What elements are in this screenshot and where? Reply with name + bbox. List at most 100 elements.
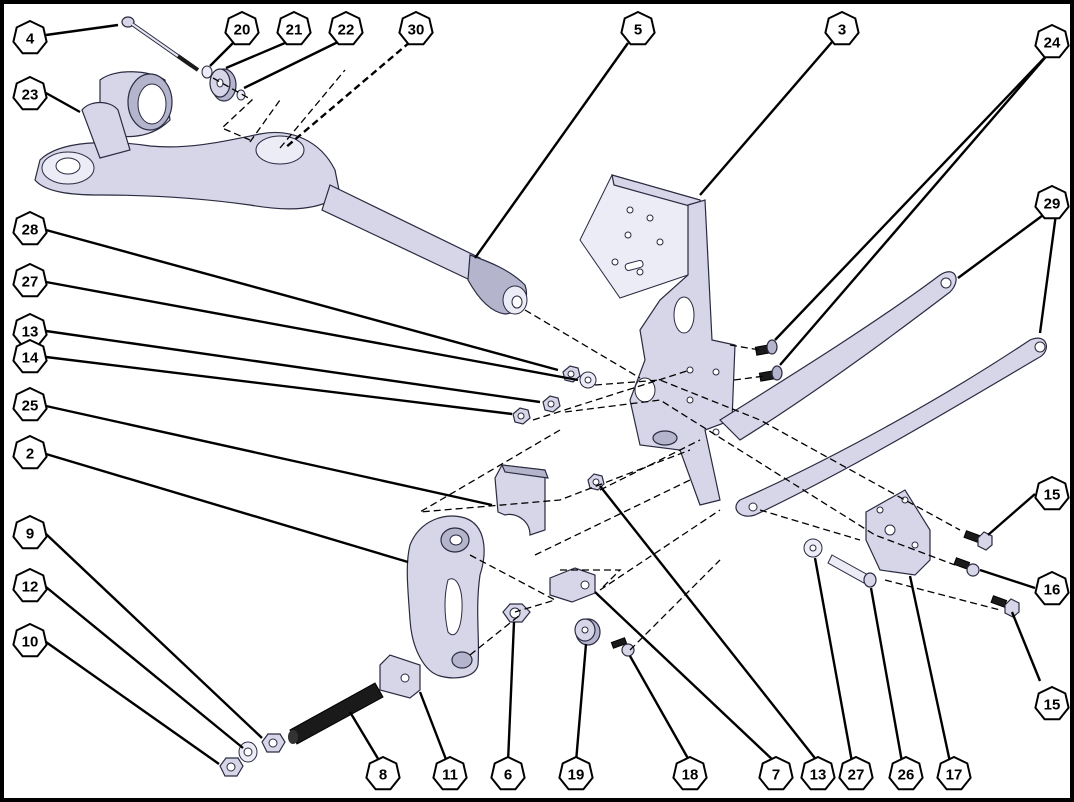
callout-c29: 29 (1034, 184, 1070, 220)
callout-c23: 23 (12, 75, 48, 111)
callout-number: 13 (810, 767, 827, 784)
callout-badge (224, 10, 260, 46)
callout-badge (12, 567, 48, 603)
callout-number: 10 (22, 634, 39, 651)
callout-number: 4 (26, 31, 35, 48)
callout-badge (276, 10, 312, 46)
callout-number: 23 (22, 87, 39, 104)
callout-number: 16 (1044, 582, 1061, 599)
callout-badge (1034, 184, 1070, 220)
callout-badge (12, 19, 48, 55)
callout-badge (365, 755, 401, 791)
callout-badge (490, 755, 526, 791)
callout-c2: 2 (12, 434, 48, 470)
part-18-bolt (610, 637, 635, 657)
callout-c28: 28 (12, 210, 48, 246)
callout-badge (1034, 685, 1070, 721)
callout-number: 19 (568, 767, 585, 784)
callout-number: 12 (22, 579, 39, 596)
callout-badge (12, 622, 48, 658)
callout-number: 6 (504, 767, 512, 784)
callout-number: 3 (838, 22, 846, 39)
callout-badge (758, 755, 794, 791)
callout-number: 5 (634, 22, 642, 39)
callout-number: 15 (1044, 487, 1061, 504)
callout-badge (12, 514, 48, 550)
callout-c20: 20 (224, 10, 260, 46)
callout-number: 21 (286, 22, 303, 39)
callout-badge (1034, 23, 1070, 59)
callout-c3: 3 (824, 10, 860, 46)
part-15-bolt-lower (990, 595, 1020, 618)
callout-badge (12, 75, 48, 111)
part-3-bracket (579, 174, 736, 506)
part-16-bolt (953, 557, 980, 577)
part-27-washer (579, 371, 597, 389)
callout-number: 30 (408, 22, 425, 39)
callout-c26: 26 (888, 755, 924, 791)
callout-number: 7 (772, 767, 780, 784)
part-9-nut (261, 733, 286, 753)
part-20-washer (201, 65, 213, 79)
part-7-block (549, 567, 596, 603)
part-4-long-bolt (121, 16, 200, 72)
callout-number: 28 (22, 222, 39, 239)
callout-badge (328, 10, 364, 46)
callout-c5: 5 (620, 10, 656, 46)
callout-number: 15 (1044, 697, 1061, 714)
callout-number: 9 (26, 526, 34, 543)
part-12-washer (238, 741, 258, 763)
callout-badge (432, 755, 468, 791)
callout-number: 8 (379, 767, 387, 784)
callout-number: 2 (26, 446, 34, 463)
callout-number: 22 (338, 22, 355, 39)
callout-number: 20 (234, 22, 251, 39)
callout-number: 17 (946, 767, 963, 784)
callout-number: 24 (1044, 35, 1061, 52)
callout-badge (12, 338, 48, 374)
callout-number: 11 (442, 767, 458, 784)
part-19-bushing (574, 618, 601, 646)
callout-badge (620, 10, 656, 46)
callout-number: 18 (682, 767, 699, 784)
callout-badge (12, 434, 48, 470)
part-27-washer-bottom (803, 538, 823, 558)
callout-c24: 24 (1034, 23, 1070, 59)
callout-badge (1034, 570, 1070, 606)
part-15-bolt-upper (963, 530, 993, 551)
callout-c22: 22 (328, 10, 364, 46)
part-23-control-arm (34, 71, 528, 315)
part-29-radius-arms (719, 271, 1047, 517)
callout-c25: 25 (12, 386, 48, 422)
callout-number: 27 (22, 274, 39, 291)
part-28-nut (562, 365, 581, 383)
part-25-block (494, 464, 549, 536)
callout-c13-bottom: 13 (800, 755, 836, 791)
callout-badge (838, 755, 874, 791)
callout-number: 26 (898, 767, 915, 784)
callout-badge (888, 755, 924, 791)
callout-badge (1034, 475, 1070, 511)
callout-badge (558, 755, 594, 791)
part-10-nut (219, 757, 244, 777)
part-17-plate (865, 489, 931, 576)
callout-badge (800, 755, 836, 791)
callout-number: 25 (22, 398, 39, 415)
callout-c7: 7 (758, 755, 794, 791)
callout-c14: 14 (12, 338, 48, 374)
callout-c27-left: 27 (12, 262, 48, 298)
callout-c15-upper: 15 (1034, 475, 1070, 511)
callout-number: 14 (22, 350, 39, 367)
part-13-nut (542, 395, 561, 413)
assembly-dashed-lines (212, 69, 1001, 656)
callout-c30: 30 (398, 10, 434, 46)
callout-badge (824, 10, 860, 46)
callout-badge (936, 755, 972, 791)
callout-c21: 21 (276, 10, 312, 46)
part-2-knuckle (406, 515, 485, 679)
callout-badge (398, 10, 434, 46)
callout-c19: 19 (558, 755, 594, 791)
part-8-threaded-rod (288, 682, 384, 745)
